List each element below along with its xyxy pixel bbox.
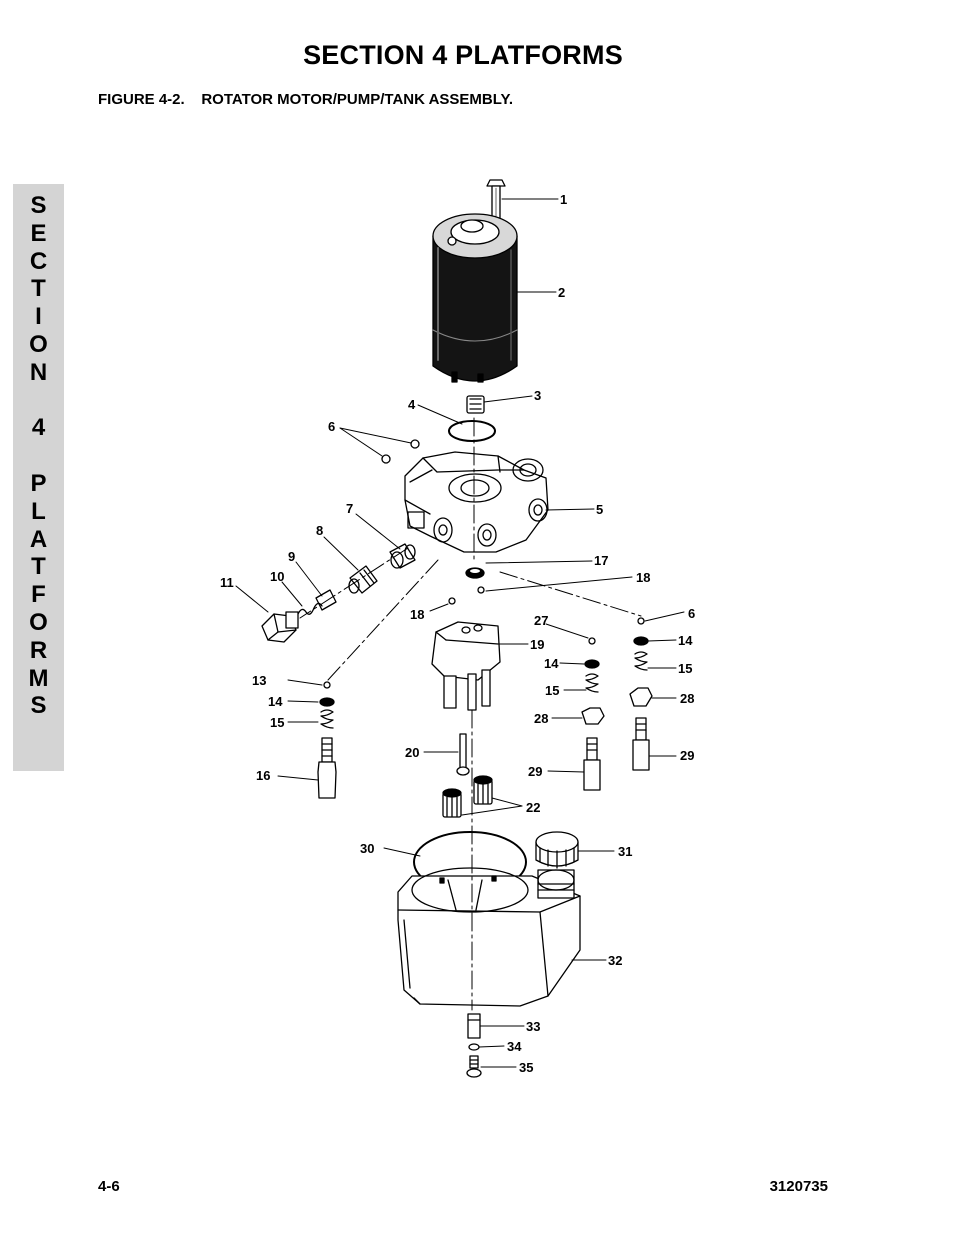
poppet-part <box>297 589 337 615</box>
side-tab-letter: O <box>29 608 48 636</box>
coupling-part <box>466 395 485 414</box>
callout-label: 15 <box>678 661 692 676</box>
callout-label: 32 <box>608 953 622 968</box>
side-tab-letter: E <box>30 219 47 247</box>
callout-label: 3 <box>534 388 541 403</box>
callout-label: 9 <box>288 549 295 564</box>
side-tab-letter: L <box>31 497 46 525</box>
callout-label: 34 <box>507 1039 522 1054</box>
side-tab-letter: O <box>29 330 48 358</box>
drain-parts <box>466 1013 482 1078</box>
side-tab-letter: T <box>31 275 46 303</box>
side-tab-letter: 4 <box>31 414 46 442</box>
document-number: 3120735 <box>769 1178 828 1195</box>
callout-label: 1 <box>560 192 567 207</box>
callout-label: 29 <box>528 764 542 779</box>
callout-label: 14 <box>544 656 559 671</box>
callout-label: 6 <box>688 606 695 621</box>
callout-label: 2 <box>558 285 565 300</box>
side-tab-letter: S <box>30 692 47 720</box>
assembly-centerlines <box>299 417 642 1011</box>
callout-label: 7 <box>346 501 353 516</box>
tank-part <box>397 867 581 1007</box>
callout-label: 10 <box>270 569 284 584</box>
section-side-tab: S E C T I O N 4 P L A T F O R M S <box>13 184 64 771</box>
callout-label: 33 <box>526 1019 540 1034</box>
callout-label: 11 <box>220 575 234 590</box>
leader-lines <box>235 198 685 1068</box>
check-ball <box>410 439 420 449</box>
figure-title: FIGURE 4-2. ROTATOR MOTOR/PUMP/TANK ASSE… <box>98 91 514 108</box>
relief-valve-stack-right <box>629 617 653 771</box>
callout-label: 13 <box>252 673 266 688</box>
callout-label: 19 <box>530 637 544 652</box>
valve-block-part <box>431 621 501 711</box>
side-tab-letter: A <box>29 525 48 553</box>
callout-label: 28 <box>534 711 548 726</box>
callout-labels: 1 2 3 4 5 6 6 7 8 9 10 11 13 14 14 14 15… <box>220 192 695 1075</box>
callout-label: 31 <box>618 844 632 859</box>
callout-label: 22 <box>526 800 540 815</box>
valve-part <box>348 565 378 594</box>
callout-label: 6 <box>328 419 335 434</box>
relief-valve-stack-middle <box>581 637 605 791</box>
page-number: 4-6 <box>98 1178 120 1195</box>
filter-part <box>442 775 493 818</box>
callout-label: 16 <box>256 768 270 783</box>
fitting-part <box>389 543 416 569</box>
plug-part <box>261 611 299 643</box>
callout-label: 15 <box>545 683 559 698</box>
side-tab-letter: N <box>29 358 48 386</box>
callout-label: 14 <box>678 633 693 648</box>
callout-label: 14 <box>268 694 283 709</box>
callout-label: 30 <box>360 841 374 856</box>
callout-label: 27 <box>534 613 548 628</box>
seal-part <box>465 567 485 579</box>
side-tab-letter: F <box>31 581 46 609</box>
callout-label: 20 <box>405 745 419 760</box>
side-tab-letter: M <box>28 664 49 692</box>
motor-part <box>432 213 518 383</box>
side-tab-letter: T <box>31 553 46 581</box>
callout-label: 5 <box>596 502 603 517</box>
side-tab-letter: P <box>30 469 47 497</box>
callout-label: 15 <box>270 715 284 730</box>
callout-label: 8 <box>316 523 323 538</box>
callout-label: 4 <box>408 397 416 412</box>
callout-label: 28 <box>680 691 694 706</box>
pump-body-part <box>404 451 549 553</box>
side-tab-letters: S E C T I O N 4 P L A T F O R M S <box>13 192 64 720</box>
callout-label: 18 <box>410 607 424 622</box>
side-tab-letter: S <box>30 192 47 219</box>
side-tab-letter: I <box>35 303 42 331</box>
side-tab-letter: R <box>29 636 48 664</box>
side-tab-letter: C <box>29 247 48 275</box>
callout-label: 35 <box>519 1060 533 1075</box>
check-ball <box>477 586 485 594</box>
check-ball <box>381 454 391 464</box>
page-title: SECTION 4 PLATFORMS <box>303 40 623 70</box>
callout-label: 17 <box>594 553 608 568</box>
filler-cap-part <box>535 831 579 869</box>
callout-label: 29 <box>680 748 694 763</box>
check-ball <box>448 597 456 605</box>
o-ring-part <box>448 420 496 442</box>
relief-valve-stack-left <box>317 681 337 799</box>
callout-label: 18 <box>636 570 650 585</box>
screw-part <box>456 733 470 776</box>
